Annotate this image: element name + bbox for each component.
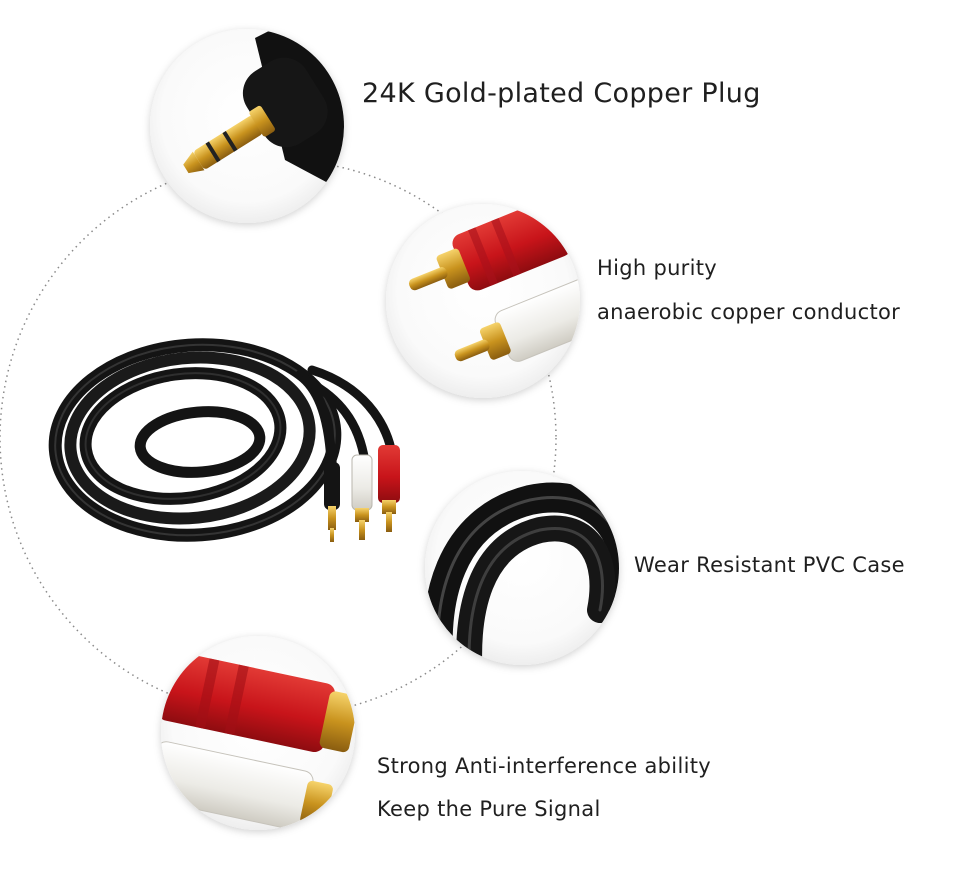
feature-text-pvc-case: Wear Resistant PVC Case <box>634 553 905 577</box>
feature-text-anti-interference: Strong Anti-interference ability <box>377 754 711 778</box>
feature-text-pure-signal: Keep the Pure Signal <box>377 797 601 821</box>
connector-closeup <box>161 651 355 830</box>
feature-text-purity-line1: High purity <box>597 256 718 280</box>
pvc-cable-closeup <box>425 482 619 665</box>
feature-text-purity-line2: anaerobic copper conductor <box>597 300 901 324</box>
feature-text-gold-plug: 24K Gold-plated Copper Plug <box>362 78 761 109</box>
coiled-cable <box>48 338 398 542</box>
main-plugs <box>324 445 400 542</box>
